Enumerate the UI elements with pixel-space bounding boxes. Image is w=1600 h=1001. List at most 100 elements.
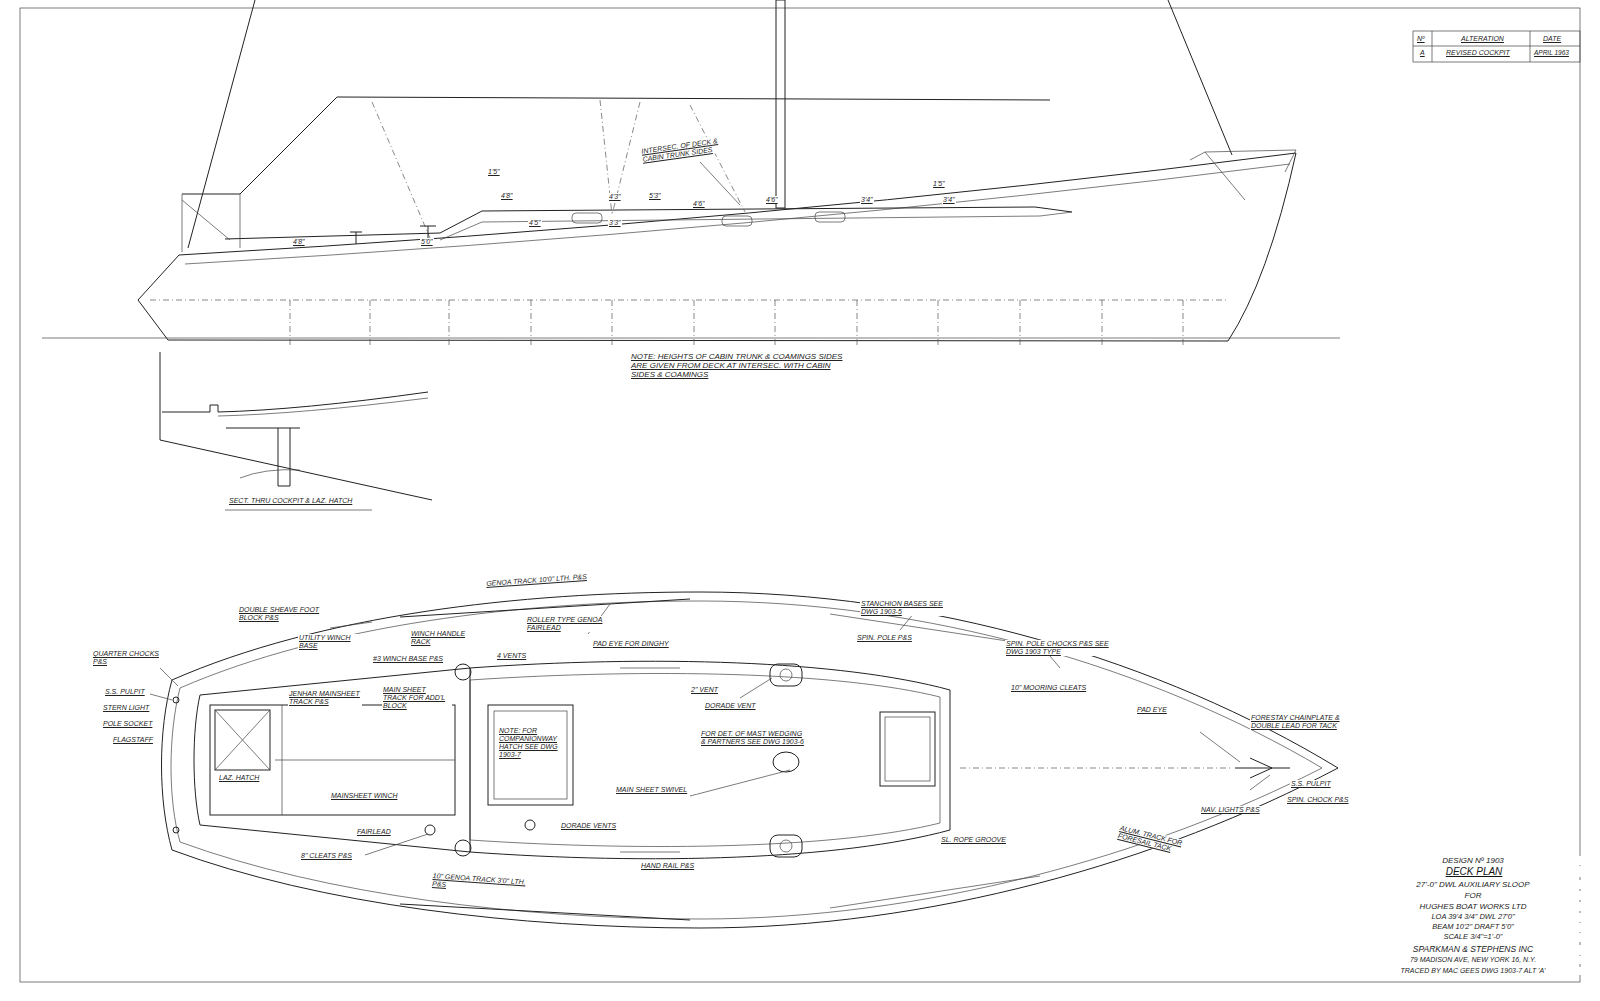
- callout-label: MAIN SHEET SWIVEL: [615, 786, 697, 794]
- forestay: [1168, 0, 1232, 155]
- winch: [455, 840, 471, 856]
- bridge-deck: [470, 668, 471, 852]
- toe-rail: [171, 601, 1322, 919]
- companionway-hatch: [488, 705, 573, 805]
- title-block-text: TRACED BY MAC GEES DWG 1903-7 ALT 'A': [1352, 967, 1594, 975]
- title-block-text: HUGHES BOAT WORKS LTD: [1352, 902, 1594, 911]
- leader-line: [365, 834, 428, 855]
- callout-label: 4'6": [765, 196, 779, 204]
- table-rule: [1413, 46, 1580, 47]
- table-cell: Nº: [1416, 35, 1426, 43]
- callout-label: 3'3": [608, 219, 622, 227]
- title-block-text: SCALE 3/4"=1'-0": [1352, 933, 1594, 942]
- cabin-trunk: [225, 207, 1072, 239]
- callout-label: NOTE: HEIGHTS OF CABIN TRUNK & COAMINGS …: [630, 352, 847, 380]
- rub-rail: [185, 164, 1290, 264]
- callout-label: 5'0": [420, 238, 434, 246]
- title-block-text: SPARKMAN & STEPHENS INC: [1352, 945, 1594, 955]
- callout-label: 1'5": [932, 180, 946, 188]
- table-rule: [1432, 31, 1433, 62]
- leader-line: [740, 678, 772, 698]
- center-line: [960, 768, 1230, 769]
- callout-label: 4 VENTS: [496, 652, 527, 660]
- cockpit-section: [160, 352, 432, 510]
- callout-label: 4'3": [608, 193, 622, 201]
- title-block-text: DESIGN Nº 1903: [1352, 856, 1594, 865]
- callout-label: 10" MOORING CLEATS: [1010, 684, 1107, 692]
- port-light: [722, 216, 752, 226]
- cabin-top: [470, 673, 940, 846]
- caption-rule: [225, 510, 372, 511]
- hatch-cross: [215, 710, 270, 770]
- section-well: [226, 428, 300, 486]
- callout-label: 4'6": [692, 200, 706, 208]
- table-cell: DATE: [1542, 35, 1562, 43]
- callout-label: PAD EYE: [1136, 706, 1168, 714]
- callout-label: SL. ROPE GROOVE: [940, 836, 1007, 844]
- sight-line: [372, 100, 745, 238]
- callout-label: 4'8": [292, 238, 306, 246]
- callout-label: QUARTER CHOCKS P&S: [92, 650, 164, 666]
- callout-label: HAND RAIL P&S: [640, 862, 695, 870]
- callout-label: FORESTAY CHAINPLATE & DOUBLE LEAD FOR TA…: [1250, 714, 1362, 730]
- callout-label: LAZ. HATCH: [218, 774, 260, 782]
- leader-line: [330, 622, 372, 628]
- section-coaming: [218, 398, 428, 416]
- callout-label: 3'4": [860, 196, 874, 204]
- callout-label: S.S. PULPIT: [1290, 780, 1332, 788]
- leader-line: [150, 694, 172, 700]
- mast: [776, 0, 785, 208]
- callout-label: POLE SOCKET: [102, 720, 153, 728]
- leader-line: [160, 668, 178, 686]
- section-deck: [162, 392, 428, 412]
- callout-label: DOUBLE SHEAVE FOOT BLOCK P&S: [238, 606, 328, 622]
- winch: [525, 820, 535, 830]
- leader-line: [1250, 775, 1270, 790]
- callout-label: ALUM. TRACK FOR FORESAIL TACK: [1116, 824, 1214, 863]
- cockpit-well: [210, 705, 455, 815]
- fore-hatch: [885, 717, 930, 781]
- callout-label: NOTE: FOR COMPANIONWAY HATCH SEE DWG 190…: [498, 727, 564, 759]
- table-cell: ALTERATION: [1460, 35, 1505, 43]
- mainsheet-track: [275, 705, 455, 815]
- callout-label: INTERSEC. OF DECK & CABIN TRUNK SIDES: [640, 135, 738, 164]
- callout-label: GENOA TRACK 10'0" LTH. P&S: [485, 573, 588, 588]
- hull-profile: [138, 153, 1296, 341]
- callout-label: SECT. THRU COCKPIT & LAZ. HATCH: [228, 497, 353, 505]
- title-block-text: FOR: [1352, 891, 1594, 900]
- revision-table: [1413, 31, 1580, 62]
- dorade-box: [770, 664, 802, 686]
- leader-line: [700, 162, 740, 205]
- callout-label: S.S. PULPIT: [104, 688, 146, 696]
- dorade-vent: [780, 669, 792, 681]
- spinnaker-pole: [830, 614, 1040, 908]
- drawing-frame: [20, 8, 1580, 982]
- callout-label: ROLLER TYPE GENOA FAIRLEAD: [526, 616, 610, 632]
- callout-label: DORADE VENT: [704, 702, 757, 710]
- genoa-track: [400, 599, 690, 920]
- port-light: [815, 212, 845, 222]
- lifeline: [182, 97, 1050, 194]
- callout-label: UTILITY WINCH BASE: [298, 634, 370, 650]
- table-rule: [1530, 31, 1531, 62]
- pulpit-foot: [173, 827, 179, 833]
- dorade-box: [770, 835, 802, 857]
- callout-label: SPIN. CHOCK P&S: [1286, 796, 1349, 804]
- cabin-trunk-side: [440, 212, 1072, 240]
- table-cell: REVISED COCKPIT: [1445, 49, 1511, 57]
- callout-label: STERN LIGHT: [102, 704, 150, 712]
- callout-label: SPIN. POLE CHOCKS P&S SEE DWG 1903 TYPE: [1005, 640, 1117, 656]
- companionway-hatch: [494, 711, 567, 799]
- base-line: [42, 338, 1340, 339]
- hand-rail: [620, 668, 680, 852]
- callout-label: MAINSHEET WINCH: [330, 792, 400, 800]
- water-line: [150, 300, 1228, 301]
- title-block-text: 27'-0" DWL AUXILIARY SLOOP: [1352, 880, 1594, 889]
- callout-label: DORADE VENTS: [560, 822, 622, 830]
- callout-label: SPIN. POLE P&S: [856, 634, 913, 642]
- callout-label: 4'5": [528, 219, 542, 227]
- pulpit-foot: [173, 697, 179, 703]
- callout-label: NAV. LIGHTS P&S: [1200, 806, 1261, 814]
- callout-label: JENHAR MAINSHEET TRACK P&S: [288, 690, 362, 706]
- callout-label: 10" GENOA TRACK 3'0" LTH. P&S: [431, 872, 529, 895]
